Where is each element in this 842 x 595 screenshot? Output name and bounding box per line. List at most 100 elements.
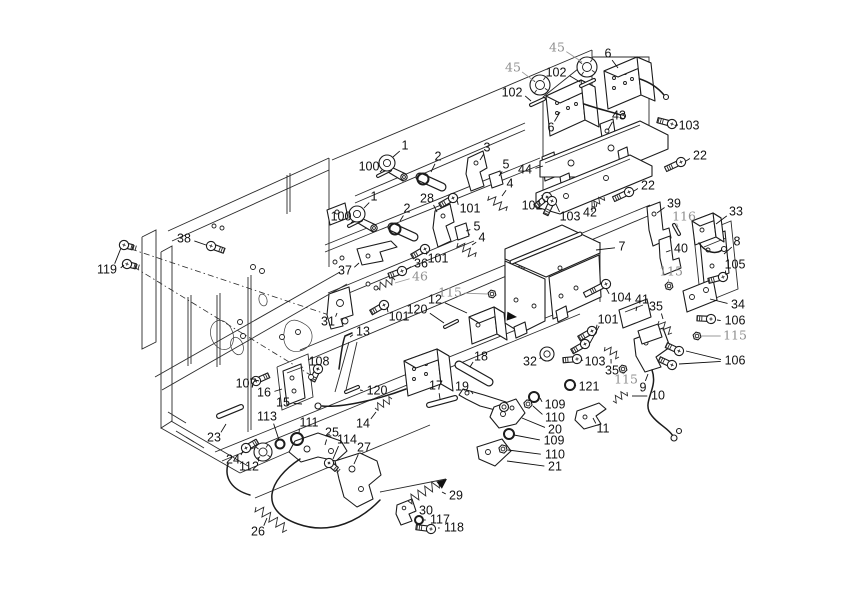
leader-line — [332, 445, 339, 460]
plate-hole — [607, 144, 615, 152]
leader-line — [539, 356, 542, 360]
leader-line — [607, 121, 613, 131]
screw-thread — [573, 347, 577, 353]
leader-line — [464, 292, 489, 295]
leader-line — [660, 313, 664, 320]
part-label-44: 44 — [518, 162, 532, 176]
frame-hole — [279, 334, 285, 340]
leader-line — [676, 223, 679, 228]
part-label-9: 9 — [640, 380, 647, 394]
leader-line — [220, 423, 227, 433]
plate-hole — [555, 111, 559, 115]
screw-thread — [575, 346, 579, 352]
retaining-ring — [274, 438, 286, 450]
pivot-hole — [382, 158, 392, 168]
part-label-24: 24 — [226, 452, 240, 466]
screw-slot — [451, 196, 455, 200]
screw-thread — [712, 276, 715, 283]
leader-line — [405, 266, 412, 271]
shaft-part — [427, 396, 457, 407]
screw-slot — [423, 247, 427, 251]
part-label-115: 115 — [614, 372, 638, 387]
part-label-101: 101 — [389, 309, 410, 323]
part-label-103: 103 — [585, 354, 606, 368]
frame-hole — [295, 329, 301, 335]
leader-line — [665, 250, 671, 253]
part-plate — [282, 363, 306, 406]
part-plate — [432, 203, 455, 248]
coil-spring — [374, 395, 393, 412]
plate-hole — [563, 193, 569, 199]
plate-hole — [500, 411, 506, 417]
plate-hole — [509, 405, 515, 411]
part-label-31: 31 — [321, 314, 335, 328]
plate-edge — [286, 366, 304, 374]
frame-line — [141, 229, 157, 350]
cable-lug — [720, 245, 728, 253]
part-label-102: 102 — [502, 85, 523, 99]
part-label-102: 102 — [546, 65, 567, 79]
part-label-14: 14 — [356, 416, 370, 430]
leader-line — [240, 450, 244, 456]
roller-shading — [578, 61, 583, 64]
frame-line — [167, 411, 187, 424]
screw — [696, 313, 717, 325]
alignment-dash-line — [133, 266, 313, 377]
screw-slot — [627, 190, 631, 194]
leader-line — [438, 393, 441, 400]
plate-hole — [365, 253, 371, 259]
leader-line — [359, 389, 363, 392]
screw — [387, 265, 408, 279]
roller-shading — [255, 446, 259, 450]
part-label-103: 103 — [679, 118, 700, 132]
roller-shading — [581, 71, 584, 76]
coil-spring — [603, 346, 620, 360]
leader-line — [709, 298, 728, 304]
part-plate — [636, 56, 656, 102]
screw-thread — [255, 438, 260, 444]
screw-thread — [543, 212, 549, 216]
leader-line — [555, 203, 560, 213]
screw — [611, 186, 635, 203]
frame-line — [171, 169, 330, 242]
pin-part — [580, 79, 595, 87]
screw-slot — [550, 199, 554, 203]
plate-hole — [358, 486, 364, 492]
leader-line — [429, 312, 445, 324]
screw-thread — [582, 333, 586, 339]
leader-line — [678, 360, 721, 365]
plate-hole — [336, 299, 344, 307]
screw-thread — [578, 335, 582, 341]
frame-hole — [308, 374, 314, 380]
part-label-33: 33 — [729, 204, 743, 218]
screw-thread — [443, 200, 447, 206]
plate-edge — [544, 124, 641, 164]
part-label-105: 105 — [725, 257, 746, 271]
screw-thread — [372, 308, 376, 314]
frame-line — [307, 212, 656, 361]
part-label-110: 110 — [545, 410, 565, 424]
screw-thread — [413, 252, 417, 258]
part-label-22: 22 — [693, 148, 707, 162]
part-label-37: 37 — [338, 263, 352, 277]
screw-thread — [264, 373, 268, 379]
part-label-43: 43 — [612, 108, 626, 122]
part-label-22: 22 — [641, 178, 655, 192]
plate-hole — [401, 505, 407, 511]
leader-line — [554, 111, 561, 122]
frame-hole — [332, 259, 338, 265]
leader-line — [469, 361, 474, 368]
part-label-101: 101 — [598, 312, 619, 326]
part-label-109: 109 — [544, 433, 565, 447]
screw-thread — [537, 200, 542, 206]
screw-thread — [545, 208, 551, 212]
part-label-3: 3 — [484, 140, 491, 154]
part-label-120: 120 — [367, 383, 388, 397]
part-label-2: 2 — [404, 201, 411, 215]
plate-hole — [689, 294, 695, 300]
part-label-11: 11 — [597, 421, 610, 435]
screw — [664, 342, 685, 357]
frame-line — [185, 436, 205, 449]
shaft-part — [388, 223, 418, 241]
